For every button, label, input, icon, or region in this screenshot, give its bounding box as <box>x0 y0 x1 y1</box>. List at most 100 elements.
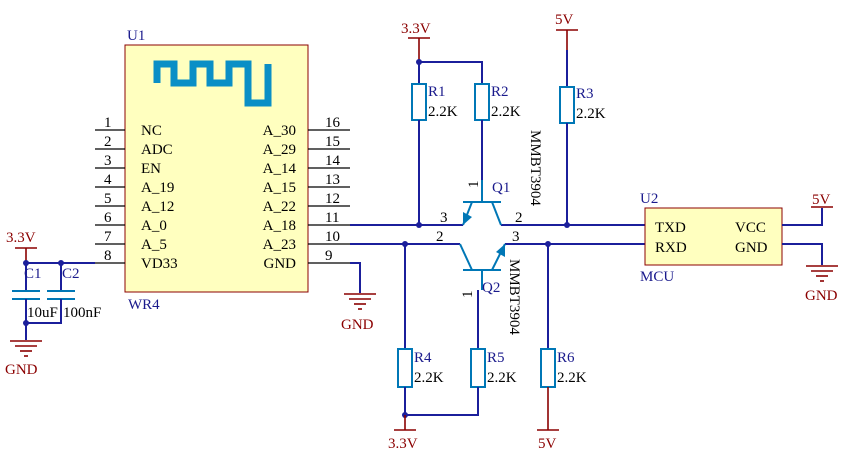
r4-body <box>397 348 413 388</box>
ground-icon <box>10 340 42 357</box>
q2-pin-base: 1 <box>460 291 476 299</box>
r4-ref: R4 <box>414 350 432 366</box>
u1-pin-label: A_29 <box>263 142 296 158</box>
u2-body <box>644 207 783 266</box>
r5-value: 2.2K <box>487 370 517 386</box>
r5-body <box>470 348 486 388</box>
wire-caps-bottom <box>25 299 62 324</box>
u1-pin-label: A_15 <box>263 180 296 196</box>
u1-pin-num: 12 <box>325 191 340 207</box>
wire-u2-vcc <box>782 208 823 226</box>
gnd-label-u1: GND <box>341 317 374 333</box>
r4-value: 2.2K <box>414 370 444 386</box>
power-label-3v3-top: 3.3V <box>401 21 431 37</box>
u1-pin-label: A_14 <box>263 161 297 177</box>
antenna-icon <box>153 60 272 107</box>
top-5v-section: 5V R3 2.2K <box>555 12 606 228</box>
decoupling-section: 3.3V C1 C2 10uF 100nF GND <box>5 230 101 378</box>
ground-icon <box>806 265 838 282</box>
r2-value: 2.2K <box>491 104 521 120</box>
u2-txd: TXD <box>655 220 686 236</box>
u1-pin-num: 4 <box>104 172 112 188</box>
r2-ref: R2 <box>491 84 509 100</box>
r3-body <box>559 86 575 124</box>
q1-transistor: 1 3 2 Q1 MMBT3904 <box>440 130 543 226</box>
u1-pin-num: 9 <box>325 248 333 264</box>
r3-ref: R3 <box>576 86 594 102</box>
r1-body <box>411 83 427 121</box>
q2-pin-emitter: 3 <box>512 229 520 245</box>
u1-ground: GND <box>341 262 376 333</box>
u1-module: U1 WR4 1 2 3 4 5 6 7 8 NC ADC EN A_19 A <box>95 28 350 313</box>
u2-name: MCU <box>640 269 674 285</box>
u1-pin-num: 8 <box>104 248 112 264</box>
q2-arrow-icon <box>496 244 505 257</box>
u1-pin-num: 11 <box>325 210 339 226</box>
u2-rxd: RXD <box>655 240 687 256</box>
wire-r4-r5-bottom <box>404 387 479 416</box>
u1-pin-label: A_18 <box>263 218 296 234</box>
u1-pin-label: A_22 <box>263 199 296 215</box>
u1-ref: U1 <box>127 28 145 44</box>
u1-name: WR4 <box>128 297 160 313</box>
u1-pin-num: 7 <box>104 229 112 245</box>
u2-mcu: U2 TXD RXD VCC GND MCU 5V GND <box>640 191 838 304</box>
u1-pin-num: 14 <box>325 153 341 169</box>
u1-pin-num: 10 <box>325 229 340 245</box>
q1-pin-base: 1 <box>466 181 482 189</box>
r6-body <box>540 348 556 388</box>
u1-pin-num: 16 <box>325 115 341 131</box>
r3-value: 2.2K <box>576 106 606 122</box>
q1-collector <box>491 201 502 226</box>
u1-pin-label: NC <box>141 123 162 139</box>
u1-pin-label: A_19 <box>141 180 174 196</box>
bottom-section: R4 2.2K R5 2.2K 3.3V R6 2.2K 5V <box>388 244 587 452</box>
top-3v3-section: 3.3V R1 2.2K R2 2.2K <box>401 21 521 228</box>
q2-pin-collector: 2 <box>436 229 444 245</box>
u1-pin-label: EN <box>141 161 161 177</box>
u1-left-pins: 1 2 3 4 5 6 7 8 NC ADC EN A_19 A_12 A_0 … <box>95 115 178 272</box>
u1-pin-num: 5 <box>104 191 112 207</box>
u2-vcc: VCC <box>735 220 766 236</box>
wire-u1-gnd <box>350 262 361 293</box>
q1-pin-collector: 2 <box>515 210 523 226</box>
wire-u2-gnd <box>782 243 823 265</box>
c2-value: 100nF <box>63 305 101 321</box>
u1-pin-label: A_0 <box>141 218 167 234</box>
u1-pin-label: A_23 <box>263 237 296 253</box>
u1-pin-num: 2 <box>104 134 112 150</box>
gnd-label-caps: GND <box>5 362 38 378</box>
r5-ref: R5 <box>487 350 505 366</box>
q2-collector <box>459 243 473 271</box>
u2-gnd: GND <box>735 240 768 256</box>
q2-part: MMBT3904 <box>506 259 522 335</box>
u1-pin-num: 15 <box>325 134 340 150</box>
r6-ref: R6 <box>557 350 575 366</box>
u1-pin-label: A_5 <box>141 237 167 253</box>
q1-arrow-icon <box>463 212 472 225</box>
q1-ref: Q1 <box>492 180 510 196</box>
u1-pin-num: 3 <box>104 153 112 169</box>
signal-wires <box>350 224 645 247</box>
u1-pin-num: 13 <box>325 172 340 188</box>
u1-pin-label: GND <box>264 256 297 272</box>
r1-ref: R1 <box>428 84 446 100</box>
r2-body <box>474 83 490 121</box>
power-label-3v3-left: 3.3V <box>6 230 36 246</box>
r1-value: 2.2K <box>428 104 458 120</box>
c1-ref: C1 <box>24 266 42 282</box>
q2-ref: Q2 <box>482 280 500 296</box>
u1-right-pins: 16 15 14 13 12 11 10 9 A_30 A_29 A_14 A_… <box>263 115 350 272</box>
q1-part: MMBT3904 <box>527 130 543 206</box>
u2-ref: U2 <box>640 191 658 207</box>
power-label-5v-bottom: 5V <box>538 436 557 452</box>
c2-ref: C2 <box>62 266 80 282</box>
power-label-5v-mcu: 5V <box>812 192 831 208</box>
r6-value: 2.2K <box>557 370 587 386</box>
q2-transistor: 1 3 2 Q2 MMBT3904 <box>436 229 522 335</box>
ground-icon <box>344 293 376 310</box>
u1-pin-label: ADC <box>141 142 173 158</box>
wire-3v3-r2 <box>419 61 483 84</box>
u1-pin-label: A_30 <box>263 123 296 139</box>
